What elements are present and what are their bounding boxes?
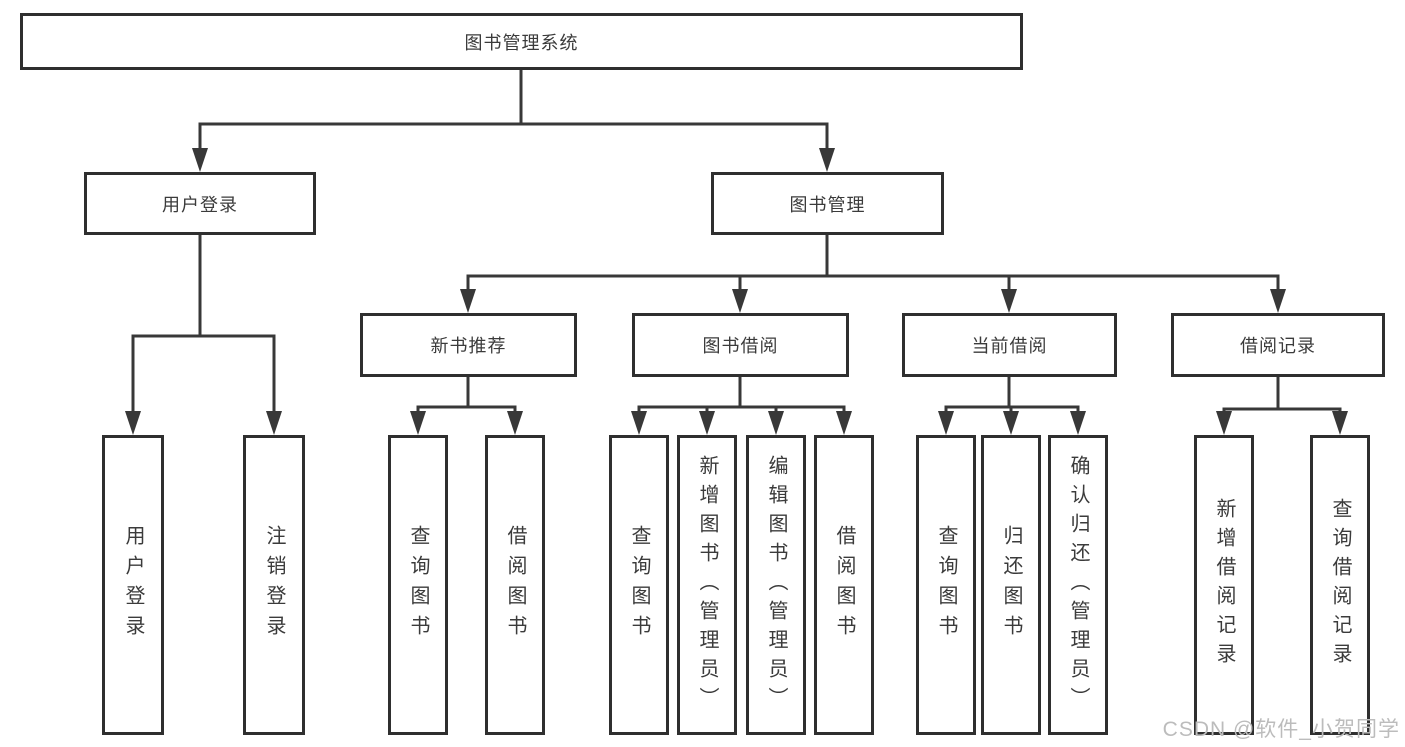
node-user-login-label: 用户登录 xyxy=(162,194,238,215)
arrow-down-icon xyxy=(819,148,835,172)
leaf-confirm-return-admin-label: 确认归还（管理员） xyxy=(1067,454,1089,716)
leaf-confirm-return-admin: 确认归还（管理员） xyxy=(1048,435,1108,735)
leaf-borrow-books-1-label: 借阅图书 xyxy=(504,525,526,645)
edge-currentborrow-to-leaves xyxy=(944,375,1080,415)
arrow-down-icon xyxy=(1003,411,1019,435)
leaf-query-borrow-record-label: 查询借阅记录 xyxy=(1329,498,1351,672)
arrow-down-icon xyxy=(192,148,208,172)
node-borrowing-records: 借阅记录 xyxy=(1171,313,1385,377)
node-new-book-recommend: 新书推荐 xyxy=(360,313,577,377)
arrow-down-icon xyxy=(938,411,954,435)
leaf-query-books-2-label: 查询图书 xyxy=(628,525,650,645)
arrow-down-icon xyxy=(699,411,715,435)
leaf-add-borrow-record-label: 新增借阅记录 xyxy=(1213,498,1235,672)
leaf-user-login-label: 用户登录 xyxy=(122,525,144,645)
leaf-return-books: 归还图书 xyxy=(981,435,1041,735)
arrowheads xyxy=(125,148,1348,435)
edge-newbookrec-to-leaves xyxy=(416,375,517,415)
node-user-login: 用户登录 xyxy=(84,172,316,235)
leaf-query-borrow-record: 查询借阅记录 xyxy=(1310,435,1370,735)
node-book-management: 图书管理 xyxy=(711,172,944,235)
leaf-add-borrow-record: 新增借阅记录 xyxy=(1194,435,1254,735)
leaf-user-login: 用户登录 xyxy=(102,435,164,735)
node-root-label: 图书管理系统 xyxy=(464,32,579,53)
arrow-down-icon xyxy=(631,411,647,435)
edge-borrowrecord-to-leaves xyxy=(1222,375,1342,415)
node-root: 图书管理系统 xyxy=(20,13,1023,70)
edge-bookmgmt-to-level3 xyxy=(466,233,1280,293)
edge-userlogin-to-leaves xyxy=(131,233,276,415)
node-current-borrowing-label: 当前借阅 xyxy=(971,336,1048,356)
csdn-watermark: CSDN @软件_小贺同学 xyxy=(1162,718,1400,741)
leaf-query-books-1-label: 查询图书 xyxy=(407,525,429,645)
leaf-borrow-books-1: 借阅图书 xyxy=(485,435,545,735)
leaf-query-books-2: 查询图书 xyxy=(609,435,669,735)
leaf-logout-label: 注销登录 xyxy=(263,525,285,645)
leaf-query-books-1: 查询图书 xyxy=(388,435,448,735)
arrow-down-icon xyxy=(1001,289,1017,313)
leaf-borrow-books-2: 借阅图书 xyxy=(814,435,874,735)
leaf-add-books-admin-label: 新增图书（管理员） xyxy=(696,454,718,716)
node-book-borrowing-label: 图书借阅 xyxy=(702,336,779,356)
arrow-down-icon xyxy=(410,411,426,435)
arrow-down-icon xyxy=(1216,411,1232,435)
arrow-down-icon xyxy=(266,411,282,435)
edge-bookborrow-to-leaves xyxy=(637,375,846,415)
arrow-down-icon xyxy=(1070,411,1086,435)
leaf-edit-books-admin: 编辑图书（管理员） xyxy=(746,435,806,735)
leaf-edit-books-admin-label: 编辑图书（管理员） xyxy=(765,454,787,716)
arrow-down-icon xyxy=(507,411,523,435)
node-book-management-label: 图书管理 xyxy=(789,194,866,215)
node-current-borrowing: 当前借阅 xyxy=(902,313,1117,377)
leaf-borrow-books-2-label: 借阅图书 xyxy=(833,525,855,645)
arrow-down-icon xyxy=(1270,289,1286,313)
arrow-down-icon xyxy=(1332,411,1348,435)
node-book-borrowing: 图书借阅 xyxy=(632,313,849,377)
edge-root-to-level2 xyxy=(198,66,829,152)
arrow-down-icon xyxy=(125,411,141,435)
node-new-book-recommend-label: 新书推荐 xyxy=(430,336,507,356)
leaf-query-books-3-label: 查询图书 xyxy=(935,525,957,645)
arrow-down-icon xyxy=(732,289,748,313)
leaf-add-books-admin: 新增图书（管理员） xyxy=(677,435,737,735)
arrow-down-icon xyxy=(768,411,784,435)
arrow-down-icon xyxy=(836,411,852,435)
leaf-return-books-label: 归还图书 xyxy=(1000,525,1022,645)
node-borrowing-records-label: 借阅记录 xyxy=(1240,336,1316,356)
leaf-logout: 注销登录 xyxy=(243,435,305,735)
leaf-query-books-3: 查询图书 xyxy=(916,435,976,735)
arrow-down-icon xyxy=(460,289,476,313)
